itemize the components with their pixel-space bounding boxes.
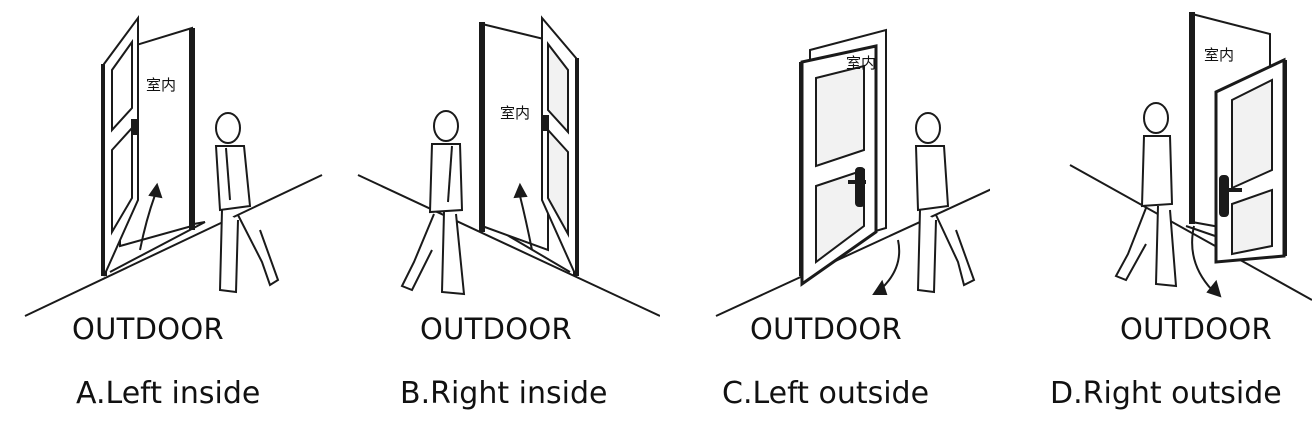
swing-arrow: [519, 195, 533, 251]
outdoor-label: OUTDOOR: [750, 312, 902, 346]
right-inside-illustration: [357, 15, 660, 317]
room-wall: [481, 22, 549, 252]
indoor-mark: 室内: [1204, 46, 1235, 64]
floor-line: [715, 188, 990, 317]
floor-line: [1069, 164, 1312, 301]
left-outside-illustration: [715, 28, 990, 317]
panel-right-outside: OUTDOOR D.Right outside 室内: [990, 0, 1312, 442]
swing-arrow: [1191, 225, 1213, 291]
swing-arrow: [139, 194, 156, 251]
panel-right-inside: OUTDOOR B.Right inside 室内: [330, 0, 660, 442]
caption-right-inside: B.Right inside: [400, 376, 608, 411]
left-inside-illustration: [24, 14, 323, 317]
indoor-mark: 室内: [146, 76, 177, 94]
indoor-mark: 室内: [846, 54, 877, 72]
caption-right-outside: D.Right outside: [1050, 376, 1282, 411]
indoor-mark: 室内: [500, 104, 531, 122]
floor-line: [357, 174, 660, 317]
caption-left-outside: C.Left outside: [722, 376, 930, 411]
caption-left-inside: A.Left inside: [76, 376, 261, 411]
panel-left-outside: OUTDOOR C.Left outside 室内: [660, 0, 990, 442]
panel-left-inside: OUTDOOR A.Left inside 室内: [0, 0, 330, 442]
outdoor-label: OUTDOOR: [1120, 312, 1272, 346]
person-figure: [400, 110, 466, 296]
floor-line: [24, 174, 323, 317]
outdoor-label: OUTDOOR: [72, 312, 224, 346]
person-figure: [214, 112, 280, 294]
person-figure: [1114, 102, 1178, 288]
person-figure: [914, 112, 976, 294]
outdoor-label: OUTDOOR: [420, 312, 572, 346]
right-outside-illustration: [1069, 12, 1312, 301]
